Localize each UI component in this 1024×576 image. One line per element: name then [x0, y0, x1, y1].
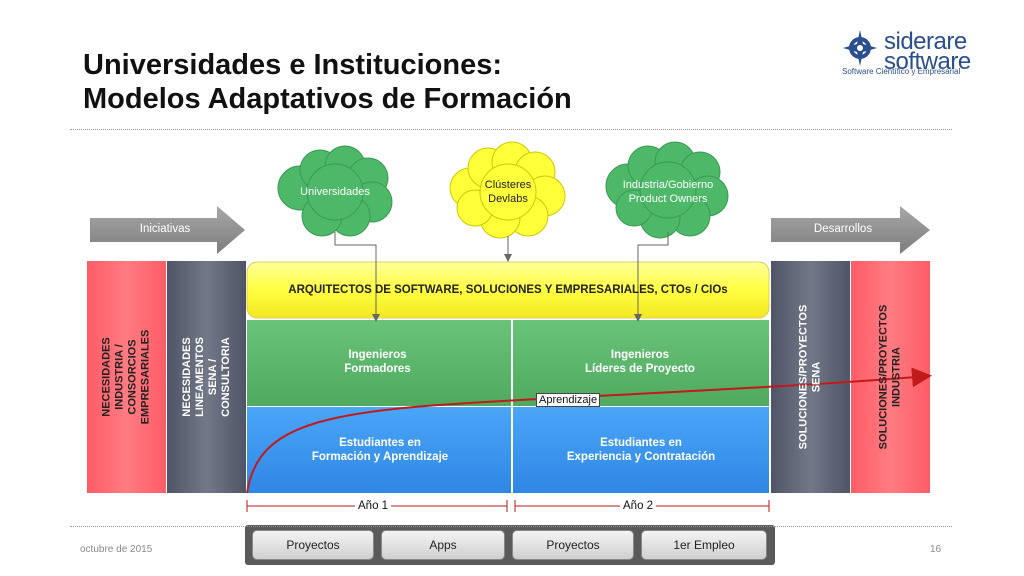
logo-brand-line-1: siderare — [884, 28, 967, 55]
band-estudiantes-formacion — [247, 407, 511, 493]
column-necesidades-sena-label: NECESIDADES LINEAMENTOS SENA / CONSULTOR… — [180, 337, 232, 417]
connector-universidades — [334, 232, 380, 322]
band-ingenieros-lideres — [513, 320, 769, 406]
cloud-clusteres-label: Clústeres Devlabs — [484, 179, 532, 205]
column-necesidades-industria — [87, 261, 166, 493]
desarrollos-label: Desarrollos — [813, 223, 873, 235]
footer-date: octubre de 2015 — [80, 544, 153, 555]
band-ingenieros-lideres-label: Ingenieros Líderes de Proyecto — [585, 349, 695, 375]
iniciativas-arrow — [90, 206, 245, 254]
band-estudiantes-experiencia — [513, 407, 769, 493]
timeline — [246, 500, 770, 512]
logo-tagline: Software Científico y Empresarial — [842, 67, 961, 76]
column-soluciones-sena-label: SOLUCIONES/PROYECTOS SENA — [797, 304, 823, 450]
logo-brand-line-2: software — [884, 48, 971, 75]
band-estudiantes-experiencia-label: Estudiantes en Experiencia y Contratació… — [566, 437, 716, 463]
cloud-clusteres — [449, 141, 566, 239]
column-soluciones-industria-label: SOLUCIONES/PROYECTOS INDUSTRIA — [877, 304, 903, 450]
column-necesidades-industria-label: NECESIDADES INDUSTRIA / CONSORCIOS EMPRE… — [100, 329, 152, 425]
desarrollos-arrow — [771, 206, 930, 254]
band-arquitectos-label: ARQUITECTOS DE SOFTWARE, SOLUCIONES Y EM… — [288, 284, 728, 296]
timeline-year-2: Año 2 — [620, 500, 657, 512]
title-line-2: Modelos Adaptativos de Formación — [83, 83, 572, 115]
cloud-universidades — [277, 145, 393, 237]
star-compass-icon — [843, 30, 877, 66]
title-line-1: Universidades e Instituciones: — [83, 49, 503, 81]
column-necesidades-sena — [167, 261, 246, 493]
learning-curve — [246, 367, 932, 494]
curve-label-aprendizaje: Aprendizaje — [536, 393, 601, 407]
bottom-divider — [70, 526, 952, 527]
top-divider — [70, 129, 952, 130]
primer-empleo-button[interactable]: 1er Empleo — [641, 530, 767, 560]
column-soluciones-sena — [771, 261, 850, 493]
proyectos-button[interactable]: Proyectos — [252, 530, 374, 560]
cloud-universidades-label: Universidades — [300, 186, 370, 198]
timeline-year-1: Año 1 — [355, 500, 392, 512]
proyectos-2-button[interactable]: Proyectos — [512, 530, 634, 560]
iniciativas-label: Iniciativas — [139, 223, 191, 235]
slide-title: Universidades e Instituciones: Modelos A… — [83, 48, 572, 116]
cloud-industria — [605, 141, 729, 239]
apps-button[interactable]: Apps — [381, 530, 505, 560]
connector-industria — [634, 232, 669, 322]
cloud-industria-label: Industria/Gobierno Product Owners — [622, 179, 714, 205]
band-estudiantes-formacion-label: Estudiantes en Formación y Aprendizaje — [311, 437, 449, 463]
logo — [840, 30, 960, 80]
band-ingenieros-formadores — [247, 320, 511, 406]
band-ingenieros-formadores-label: Ingenieros Formadores — [344, 349, 411, 375]
page-number: 16 — [930, 544, 942, 555]
